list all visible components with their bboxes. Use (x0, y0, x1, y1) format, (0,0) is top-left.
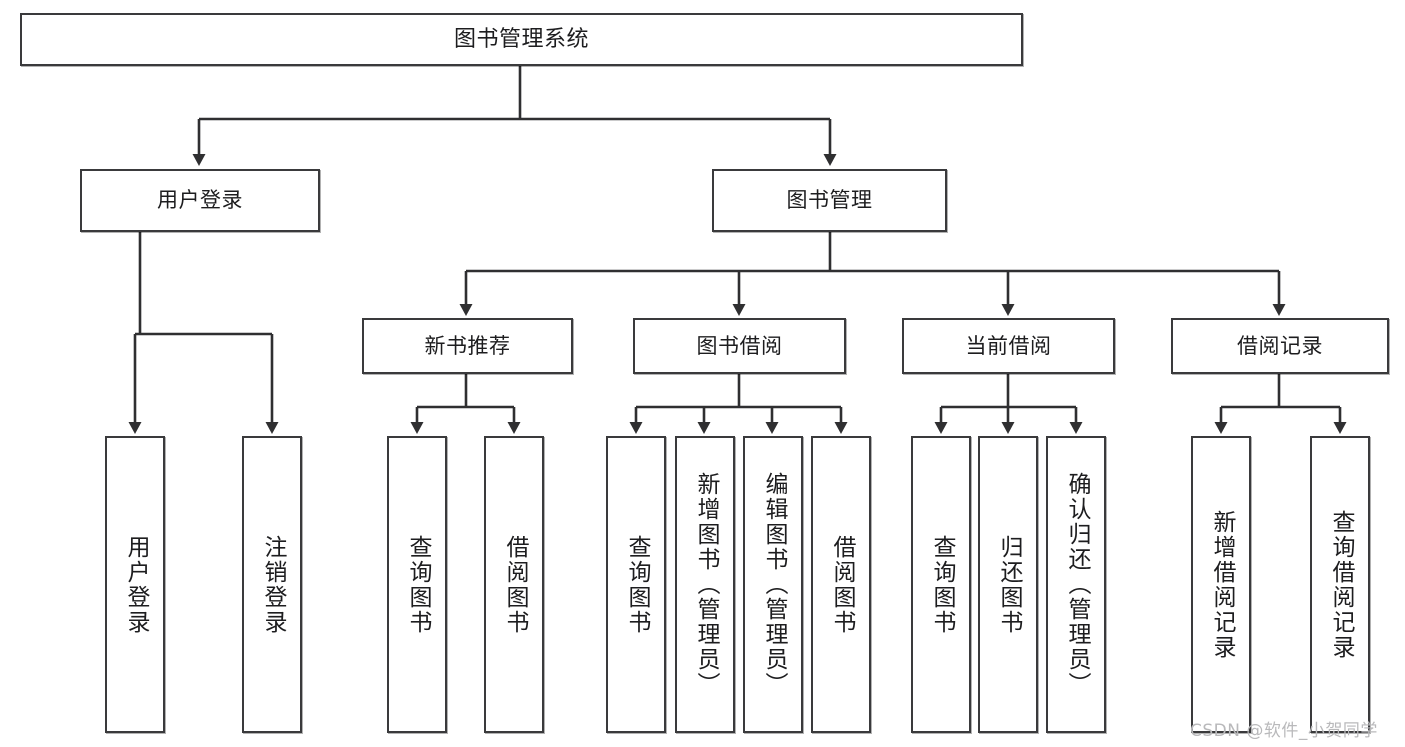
node-label: 查询图书 (404, 534, 431, 635)
node-label: 用户登录 (157, 188, 243, 213)
node-label: 借阅记录 (1237, 333, 1323, 358)
leaf-new-book-query-book[interactable]: 查询图书 (387, 436, 447, 733)
node-label: 注销登录 (259, 534, 286, 635)
node-label: 查询借阅记录 (1327, 509, 1354, 660)
node-current-borrow[interactable]: 当前借阅 (902, 318, 1115, 374)
node-label: 新书推荐 (424, 333, 511, 358)
node-label: 图书借阅 (696, 333, 783, 358)
node-label: 新增图书（管理员） (692, 472, 719, 697)
node-label: 归还图书 (995, 534, 1022, 635)
csdn-watermark: CSDN @软件_小贺同学 (1190, 721, 1378, 741)
node-new-book-recommend[interactable]: 新书推荐 (362, 318, 573, 374)
node-label: 借阅图书 (828, 534, 855, 635)
node-borrow-record[interactable]: 借阅记录 (1171, 318, 1389, 374)
node-label: 图书管理 (786, 188, 873, 213)
leaf-current-return-book[interactable]: 归还图书 (978, 436, 1038, 733)
node-label: 查询图书 (928, 534, 955, 635)
node-label: 图书管理系统 (453, 26, 589, 52)
leaf-borrow-add-book-admin[interactable]: 新增图书（管理员） (675, 436, 735, 733)
leaf-record-query-borrow-record[interactable]: 查询借阅记录 (1310, 436, 1370, 733)
node-label: 查询图书 (623, 534, 650, 635)
leaf-borrow-query-book[interactable]: 查询图书 (606, 436, 666, 733)
leaf-new-book-borrow-book[interactable]: 借阅图书 (484, 436, 544, 733)
leaf-record-add-borrow-record[interactable]: 新增借阅记录 (1191, 436, 1251, 733)
node-root-book-management-system[interactable]: 图书管理系统 (20, 13, 1023, 66)
node-label: 用户登录 (122, 534, 149, 635)
node-book-management[interactable]: 图书管理 (712, 169, 947, 232)
leaf-borrow-borrow-book[interactable]: 借阅图书 (811, 436, 871, 733)
node-user-login[interactable]: 用户登录 (80, 169, 320, 232)
node-label: 借阅图书 (501, 534, 528, 635)
leaf-borrow-edit-book-admin[interactable]: 编辑图书（管理员） (743, 436, 803, 733)
node-label: 当前借阅 (965, 333, 1052, 358)
node-label: 新增借阅记录 (1208, 509, 1235, 660)
leaf-user-login-login[interactable]: 用户登录 (105, 436, 165, 733)
leaf-current-query-book[interactable]: 查询图书 (911, 436, 971, 733)
node-book-borrow[interactable]: 图书借阅 (633, 318, 846, 374)
leaf-current-confirm-return-admin[interactable]: 确认归还（管理员） (1046, 436, 1106, 733)
leaf-user-login-logout[interactable]: 注销登录 (242, 436, 302, 733)
node-label: 确认归还（管理员） (1063, 472, 1090, 697)
node-label: 编辑图书（管理员） (760, 472, 787, 697)
